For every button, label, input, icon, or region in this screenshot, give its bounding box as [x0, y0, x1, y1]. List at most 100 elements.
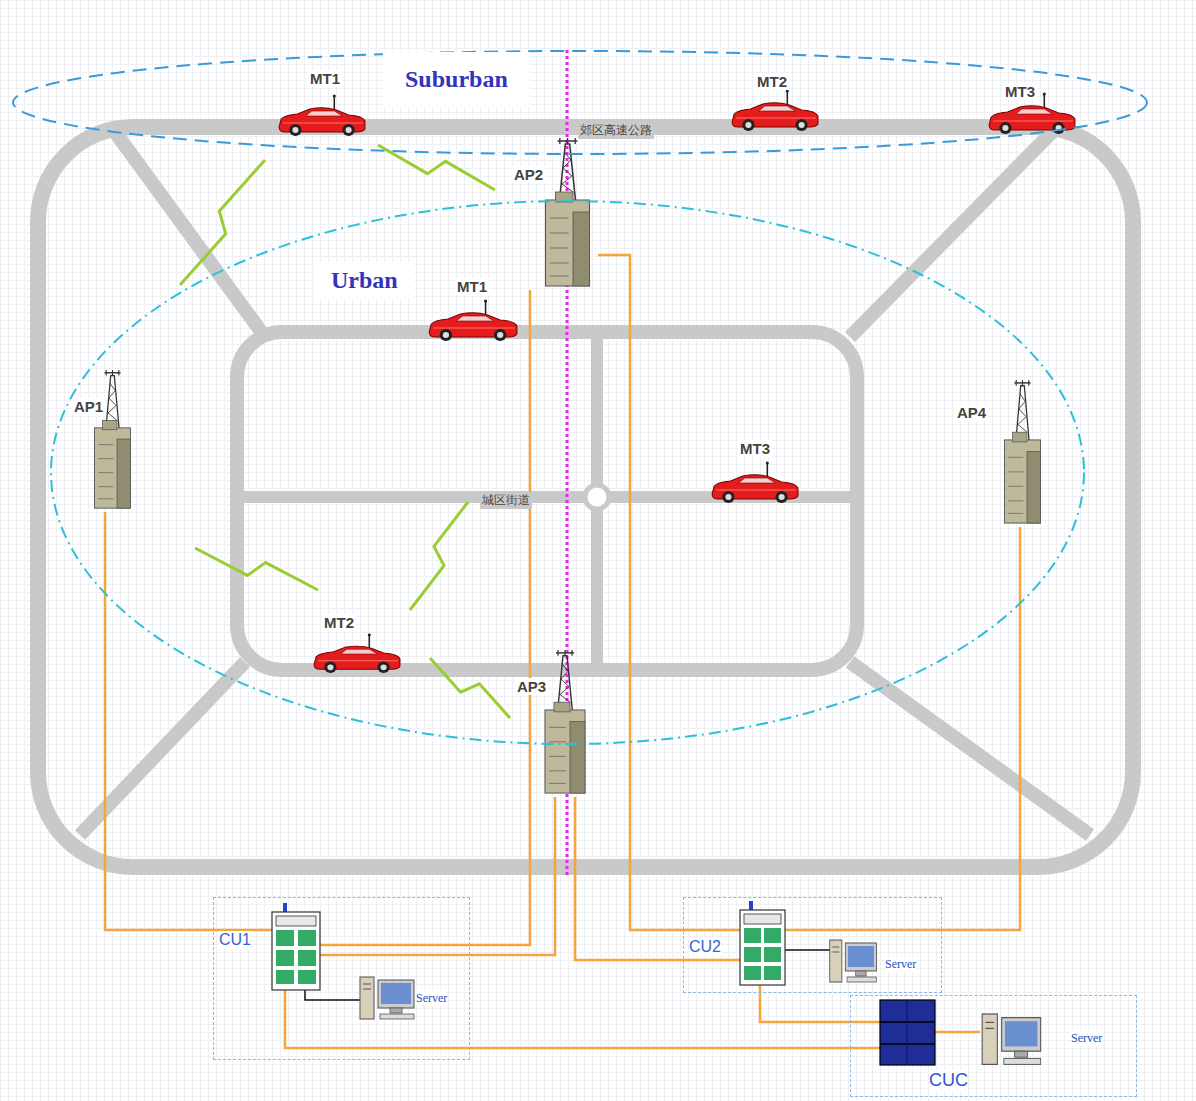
node-label: AP2 [512, 166, 545, 183]
region-ellipse: Suburban MT1 MT2MT3 [12, 50, 1148, 155]
control-unit-box: CU2 Server [683, 897, 942, 993]
use-shape [95, 370, 131, 508]
access-point: AP2 [508, 136, 598, 290]
mobile-terminal: MT2 [728, 70, 822, 132]
wired-link [760, 993, 850, 1022]
node-label: MT2 [755, 73, 789, 90]
polyline-shape [785, 929, 942, 932]
wired-link [105, 512, 213, 930]
server: Server [356, 971, 466, 1026]
rect-shape [764, 966, 781, 980]
rect-shape [880, 1000, 935, 1065]
line-shape [850, 662, 1090, 835]
rect-shape [298, 970, 316, 984]
use-shape [546, 138, 590, 286]
circle-shape [585, 485, 609, 509]
node-label: CU2 [689, 938, 721, 956]
access-points [95, 138, 1041, 793]
node-label: MT3 [1003, 83, 1037, 100]
wireless-bolt [195, 548, 318, 590]
wireless-links [180, 145, 510, 718]
rect-shape [276, 930, 294, 946]
road-name: 城区街道 [480, 490, 532, 509]
polyline-shape [850, 1021, 880, 1024]
rect-shape [298, 950, 316, 966]
ellipse-outline [12, 50, 1148, 155]
wireless-bolt [430, 658, 510, 718]
servers [360, 940, 1041, 1064]
use-shape [360, 977, 414, 1019]
road-network [38, 127, 1133, 867]
mobile-terminal: MT1 [275, 68, 368, 135]
node-label: AP1 [72, 398, 105, 415]
wireless-bolt [180, 160, 265, 285]
node-label: Server [416, 991, 447, 1006]
polyline-shape [305, 990, 360, 1000]
rect-shape [38, 127, 1133, 867]
mobile-terminal: MT3 [706, 437, 802, 504]
node-label: MT1 [308, 70, 342, 87]
polyline-shape [850, 1047, 880, 1050]
use-shape [545, 650, 585, 793]
node-label: MT1 [455, 278, 489, 295]
server: Server [827, 931, 939, 989]
ellipse-outline [51, 201, 1084, 744]
ellipse-outline [50, 200, 1085, 745]
road-name: 郊区高速公路 [578, 122, 654, 139]
rect-shape [272, 912, 320, 990]
internal-wires [213, 930, 980, 1048]
rect-shape [276, 970, 294, 984]
mobile-terminal: MT2 [308, 612, 404, 674]
use-shape [712, 462, 798, 504]
node-label: CUC [929, 1070, 968, 1091]
region-ellipse: Urban MT1AP1 AP4 MT3MT2 [50, 200, 1085, 745]
use-shape [429, 300, 517, 342]
polyline-shape [320, 954, 470, 957]
control-unit-box: CU1Server [213, 897, 470, 1060]
road-name: 郊区高速公路 [578, 120, 654, 139]
use-shape [830, 940, 877, 982]
use-shape [314, 634, 400, 674]
server: Server [976, 1006, 1133, 1078]
node-label: Urban [315, 262, 414, 299]
rect-shape [764, 947, 781, 962]
rect-shape [744, 914, 781, 924]
line-shape [850, 132, 1052, 337]
rect-shape [276, 916, 316, 926]
node-label: Suburban [383, 52, 530, 107]
polyline-shape [320, 944, 470, 947]
central-unit-stack [880, 1000, 935, 1065]
rect-shape [744, 947, 761, 962]
vehicles [279, 90, 1075, 674]
polyline-shape [935, 1031, 980, 1034]
rect-shape [764, 928, 781, 943]
rect-shape [276, 950, 294, 966]
use-shape [279, 95, 365, 137]
wired-link [942, 527, 1020, 930]
rect-shape [298, 930, 316, 946]
rect-shape [744, 966, 761, 980]
node-label: MT2 [322, 614, 356, 631]
node-label: AP3 [515, 678, 548, 695]
ellipse-outline [13, 51, 1147, 154]
road-name: 城区街道 [480, 492, 532, 509]
node-label: Server [1071, 1031, 1102, 1046]
use-shape [732, 90, 818, 132]
rect-shape [744, 928, 761, 943]
polyline-shape [683, 959, 740, 962]
wireless-bolt [410, 502, 468, 610]
wired-link [470, 1047, 850, 1050]
use-shape [982, 1014, 1040, 1064]
rect-shape [237, 332, 857, 670]
rect-shape [740, 910, 785, 985]
mobile-terminal: MT3 [983, 80, 1077, 134]
line-shape [115, 132, 265, 337]
switch-unit [740, 901, 785, 985]
wired-link [470, 290, 530, 945]
access-point: AP4 [950, 378, 1050, 527]
access-point: AP3 [512, 648, 594, 797]
line-shape [907, 1000, 908, 1065]
